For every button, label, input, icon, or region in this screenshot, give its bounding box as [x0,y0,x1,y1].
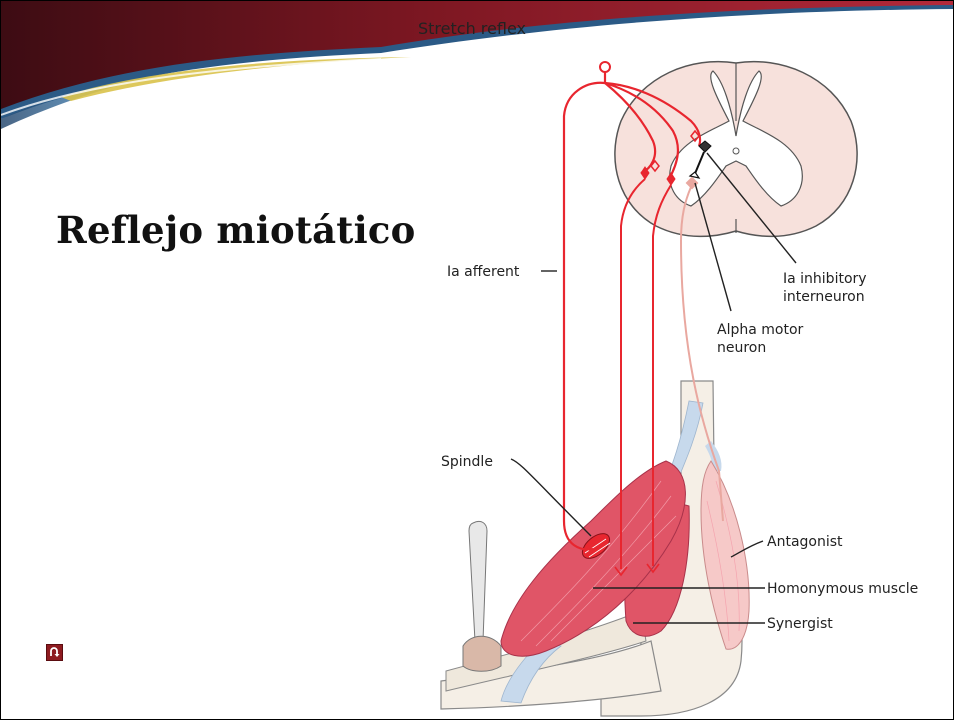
label-spindle: Spindle [441,454,493,470]
label-synergist: Synergist [767,616,833,632]
dorsal-root-ganglion [600,62,610,72]
label-homonymous-muscle: Homonymous muscle [767,581,918,597]
reflex-hammer [463,521,501,671]
spinal-cord-cross-section [615,62,857,237]
label-ia-inhibitory: Ia inhibitory [783,271,867,287]
label-ia-afferent: Ia afferent [447,264,520,280]
label-interneuron: interneuron [783,289,865,305]
label-neuron: neuron [717,340,766,356]
label-antagonist: Antagonist [767,534,843,550]
label-alpha-motor: Alpha motor [717,322,804,338]
